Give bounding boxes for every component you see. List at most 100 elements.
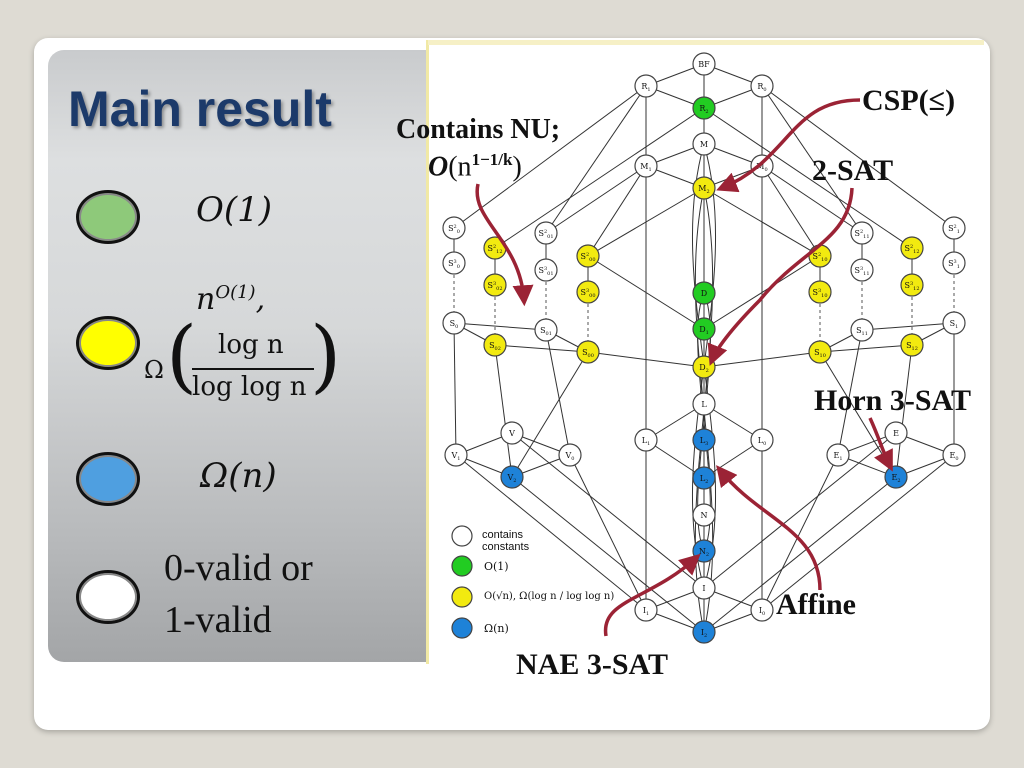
lattice-node-label: S300 [580, 288, 595, 299]
lattice-node-label: S312 [904, 281, 919, 292]
lattice-edge [895, 344, 913, 478]
lattice-node-S12b: S12 [900, 333, 924, 357]
legend-label-valid-line2: 1-valid [164, 599, 272, 641]
lattice-node-circle [942, 251, 966, 275]
lattice-edge [453, 85, 647, 229]
lattice-edge [453, 322, 547, 331]
lattice-node-circle [500, 421, 524, 445]
diagram-legend-white-label: contains constants [482, 529, 530, 553]
lattice-node-label: L3 [700, 436, 709, 447]
label-affine: Affine [776, 588, 856, 621]
legend-fraction-numerator: log n [218, 330, 284, 360]
lattice-node-circle [558, 443, 582, 467]
lattice-node-label: S201 [538, 229, 553, 240]
diagram-legend-green-label: O(1) [484, 560, 509, 573]
lattice-node-label: V2 [507, 473, 517, 484]
lattice-edge [837, 329, 863, 456]
arrow-2-sat [707, 187, 854, 366]
label-nae-3-sat: NAE 3-SAT [516, 648, 668, 681]
lattice-node-I: I [692, 576, 716, 600]
lattice-node-E0: E0 [942, 443, 966, 467]
lattice-node-circle [942, 216, 966, 240]
lattice-node-label: R1 [641, 82, 650, 93]
lattice-node-R0: R0 [750, 74, 774, 98]
legend-fraction-bar [192, 368, 314, 370]
lattice-node-circle [692, 281, 716, 305]
lattice-edge [761, 85, 863, 234]
diagram-legend-blue-label: Ω(n) [484, 622, 509, 635]
lattice-node-M: M [692, 132, 716, 156]
lattice-edge [545, 329, 571, 456]
lattice-node-label: S211 [854, 229, 869, 240]
lattice-node-circle [534, 318, 558, 342]
lattice-edge [511, 351, 589, 478]
diagram-legend-dot-blue [451, 617, 473, 639]
lattice-node-circle [884, 421, 908, 445]
lattice-node-V: V [500, 421, 524, 445]
lattice-node-circle [850, 221, 874, 245]
lattice-edge [761, 165, 863, 234]
lattice-node-L3: L3 [692, 428, 716, 452]
lattice-node-circle [634, 74, 658, 98]
lattice-node-circle [692, 466, 716, 490]
lattice-node-V0: V0 [558, 443, 582, 467]
lattice-node-circle [692, 503, 716, 527]
lattice-edge [761, 165, 821, 257]
lattice-node-S122: S212 [900, 236, 924, 260]
diagram-legend-dot-green [451, 555, 473, 577]
lattice-node-label: L1 [642, 436, 651, 447]
lattice-node-circle [826, 443, 850, 467]
lattice-node-circle [692, 317, 716, 341]
lattice-node-label: R2 [699, 104, 708, 115]
lattice-node-circle [900, 236, 924, 260]
legend-close-paren: ) [310, 309, 342, 402]
lattice-edge [861, 322, 955, 331]
lattice-node-label: L2 [700, 474, 709, 485]
diagram-legend-dot-yellow [451, 586, 473, 608]
lattice-node-V1: V1 [444, 443, 468, 467]
lattice-node-D: D [692, 281, 716, 305]
lattice-node-label: I [702, 584, 705, 593]
lattice-node-S003: S300 [576, 280, 600, 304]
lattice-node-L2: L2 [692, 466, 716, 490]
lattice-node-circle [942, 311, 966, 335]
lattice-node-circle [692, 576, 716, 600]
lattice-node-label: S01 [540, 326, 552, 337]
lattice-edge [819, 344, 913, 353]
lattice-node-S1_3: S31 [942, 251, 966, 275]
lattice-node-circle [808, 340, 832, 364]
lattice-edge [703, 107, 913, 249]
lattice-node-label: D1 [699, 325, 709, 336]
lattice-node-circle [634, 428, 658, 452]
lattice-node-label: S31 [948, 259, 960, 270]
lattice-node-label: R0 [757, 82, 766, 93]
lattice-node-M0: M0 [750, 154, 774, 178]
lattice-node-I0: I0 [750, 598, 774, 622]
lattice-node-S112: S211 [850, 221, 874, 245]
lattice-node-circle [692, 96, 716, 120]
lattice-node-L0: L0 [750, 428, 774, 452]
label-contains-nu: Contains NU; [396, 114, 561, 145]
lattice-node-circle [692, 52, 716, 76]
lattice-node-label: S00 [582, 348, 594, 359]
lattice-node-label: M [700, 140, 708, 149]
lattice-node-S113: S311 [850, 258, 874, 282]
lattice-node-S10: S10 [808, 340, 832, 364]
lattice-node-M1: M1 [634, 154, 658, 178]
lattice-node-circle [444, 443, 468, 467]
lattice-node-label: I0 [759, 606, 765, 617]
lattice-node-label: D2 [699, 363, 709, 374]
lattice-node-label: S0 [450, 319, 459, 330]
lattice-node-S123: S312 [900, 273, 924, 297]
legend-dot-o1 [76, 190, 140, 244]
lattice-node-R1: R1 [634, 74, 658, 98]
lattice-node-S02: S20 [442, 216, 466, 240]
lattice-node-label: S311 [854, 266, 869, 277]
label-nu-bound: O(n1−1/k) [428, 150, 522, 183]
slide-title: Main result [68, 81, 332, 137]
lattice-node-label: S11 [856, 326, 868, 337]
lattice-node-circle [750, 428, 774, 452]
lattice-node-label: S302 [487, 281, 502, 292]
lattice-edge [511, 476, 705, 633]
